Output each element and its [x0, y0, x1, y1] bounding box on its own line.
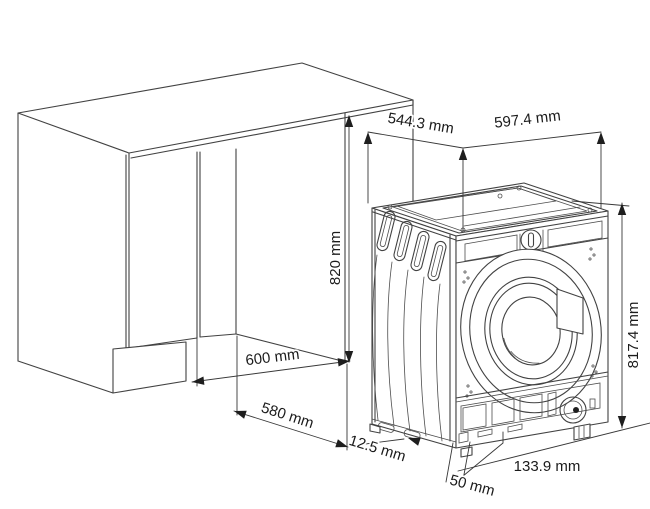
dim-label-front-offset: 12.5 mm: [347, 432, 408, 465]
cabinet-top-face: [17, 62, 414, 154]
dim-label-top-depth: 544.3 mm: [386, 110, 455, 138]
program-dial-grip: [527, 232, 535, 248]
dimension-front-offset: [349, 437, 421, 447]
dim-label-top-width: 597.4 mm: [493, 107, 561, 131]
dimension-top-width: [458, 131, 606, 209]
dim-label-appliance-height: 817.4 mm: [625, 302, 642, 369]
cabinet-drawing: [17, 62, 414, 394]
machine-feet: [369, 423, 591, 458]
dim-label-niche-width: 600 mm: [245, 346, 301, 369]
side-panel-ribs: [371, 211, 457, 443]
cabinet-partition-edge: [196, 151, 201, 339]
pump-filter-cap: [559, 396, 587, 424]
washing-machine-drawing: [369, 182, 609, 458]
dimension-niche-depth: [233, 335, 349, 451]
side-vent-slots: [376, 210, 447, 282]
machine-top-rails: [382, 185, 598, 234]
front-screw-marks: [462, 247, 598, 398]
dimension-top-depth: [363, 131, 464, 232]
panel-display-right: [547, 220, 603, 248]
dim-label-niche-depth: 580 mm: [259, 399, 316, 432]
dimension-lines: [191, 115, 650, 483]
kick-panel: [455, 371, 609, 444]
dimension-niche-height: [344, 115, 354, 363]
cabinet-front-panel-edge: [125, 152, 130, 350]
dimension-appliance-height: [457, 200, 650, 472]
dimension-niche-width: [191, 336, 351, 387]
door-handle-recess: [556, 288, 584, 335]
dim-label-plinth-recess: 50 mm: [448, 472, 497, 500]
dimension-plinth-recess: [445, 441, 471, 483]
cabinet-plinth: [112, 341, 187, 394]
cabinet-niche-floor: [235, 333, 347, 363]
cabinet-bottom-left-edge: [17, 360, 114, 394]
dimension-plinth-panel-height: [456, 431, 504, 482]
ground-line: [457, 422, 650, 472]
dim-label-plinth-panel-height: 133.9 mm: [514, 458, 581, 475]
machine-side-face: [371, 207, 457, 449]
dim-label-niche-height: 820 mm: [327, 231, 344, 285]
